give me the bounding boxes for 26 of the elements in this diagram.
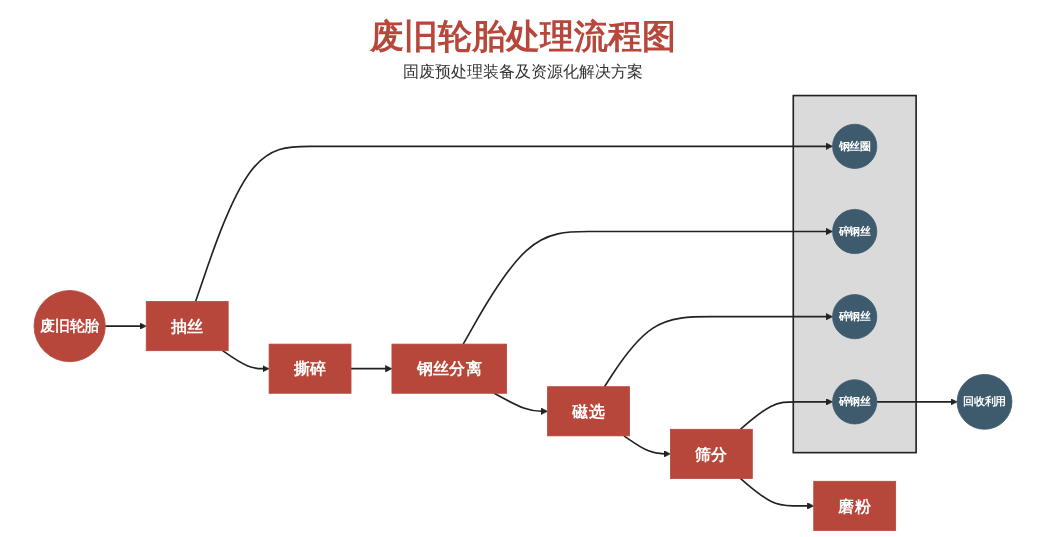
node-circle: 碎钢丝: [831, 294, 877, 340]
node-box: 抽丝: [145, 301, 229, 352]
subtitle: 固废预处理装备及资源化解决方案: [402, 62, 643, 83]
arrow: [739, 477, 814, 510]
node-circle: 钢丝圈: [831, 123, 877, 169]
node-circle: 回收利用: [956, 374, 1012, 430]
arrow: [194, 142, 833, 303]
arrow: [622, 435, 671, 458]
node-circle: 碎钢丝: [831, 379, 877, 425]
arrow: [349, 365, 392, 373]
node-box: 磁选: [546, 386, 630, 437]
arrow: [221, 349, 269, 373]
arrow: [104, 322, 147, 330]
node-box: 撕碎: [268, 343, 351, 394]
node-box: 筛分: [669, 428, 753, 479]
node-box: 磨粉: [812, 480, 896, 531]
arrow: [875, 398, 957, 406]
arrow: [492, 392, 548, 415]
arrow: [603, 313, 833, 388]
node-circle: 废旧轮胎: [33, 290, 106, 363]
cluster: [791, 94, 917, 454]
node-box: 钢丝分离: [391, 343, 507, 394]
title: 废旧轮胎处理流程图: [369, 15, 676, 58]
arrow: [739, 398, 833, 431]
node-circle: 碎钢丝: [831, 209, 877, 255]
arrow: [461, 227, 833, 345]
